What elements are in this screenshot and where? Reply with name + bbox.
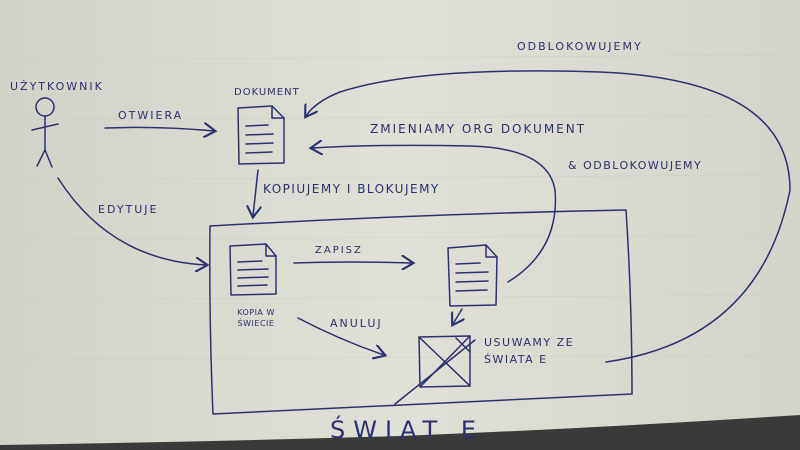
edits-arrow xyxy=(57,177,206,265)
world-e-box xyxy=(209,209,633,415)
unlock-arrow xyxy=(306,70,791,363)
copy-in-world-label: KOPIA W ŚWIECIE xyxy=(237,308,275,329)
document-label: DOKUMENT xyxy=(234,87,300,98)
cancel-label: ANULUJ xyxy=(330,317,383,330)
change-original-label: ZMIENIAMY ORG DOKUMENT xyxy=(370,122,587,136)
remove-from-world-label: USUWAMY ZE ŚWIATA E xyxy=(484,336,575,366)
remove-arrow xyxy=(453,308,462,324)
copy-lock-label: KOPIUJEMY I BLOKUJEMY xyxy=(263,182,440,196)
original-document-icon xyxy=(237,105,285,165)
deleted-document-icon xyxy=(394,335,476,405)
change-original-arrow xyxy=(312,145,557,283)
saved-document-icon xyxy=(447,244,498,307)
and-unlock-label: & ODBLOKOWUJEMY xyxy=(568,159,703,172)
world-e-label: ŚWIAT E xyxy=(330,416,485,444)
cancel-arrow xyxy=(297,317,384,355)
save-arrow xyxy=(293,262,412,263)
edits-label: EDYTUJE xyxy=(98,203,159,216)
user-stick-figure xyxy=(31,97,59,168)
unlock-top-label: ODBLOKOWUJEMY xyxy=(517,40,643,53)
save-label: ZAPISZ xyxy=(315,245,363,256)
opens-arrow xyxy=(104,127,214,131)
copy-document-icon xyxy=(229,243,277,296)
opens-label: OTWIERA xyxy=(118,109,184,122)
copy-lock-arrow xyxy=(253,169,258,216)
user-label: UŻYTKOWNIK xyxy=(10,80,104,93)
